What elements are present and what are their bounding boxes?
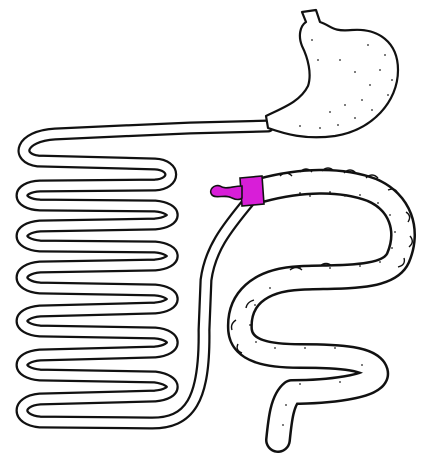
cecum-highlight <box>211 176 264 206</box>
large-intestine <box>232 168 413 440</box>
stomach <box>266 10 398 137</box>
small-intestine <box>22 126 268 423</box>
